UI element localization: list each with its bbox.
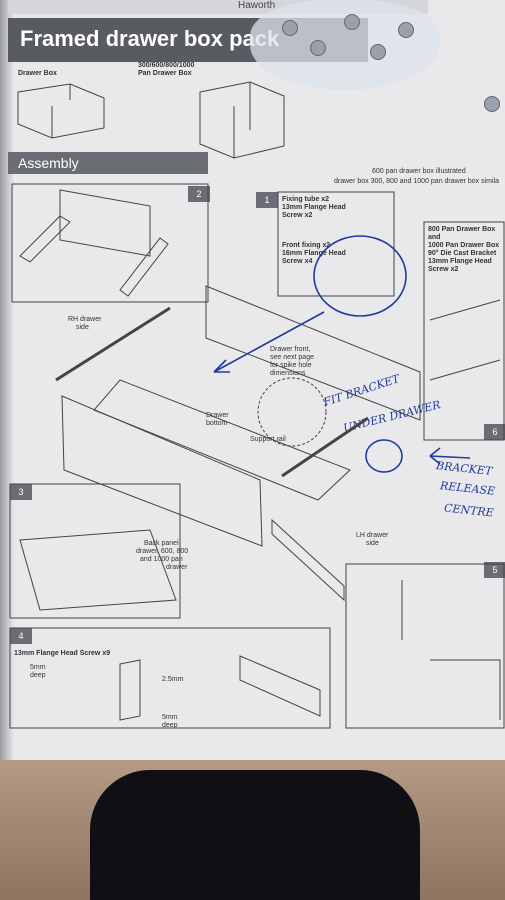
note-line-1: 600 pan drawer box illustrated (372, 168, 466, 175)
front-fixing-2: 16mm Flange Head (282, 250, 346, 257)
drawer-box-sketch (17, 83, 105, 139)
pan-drawer-box-sizes: 300/600/800/1000 (138, 62, 195, 69)
lh-side-2: side (366, 540, 379, 547)
pan800-4: 90° Die Cast Bracket (428, 250, 497, 257)
step-3-badge: 3 (10, 484, 32, 500)
ink-arrow-head (213, 359, 230, 373)
mm25-label: 2.5mm (162, 676, 184, 683)
step-5-badge: 5 (484, 562, 505, 578)
mm5-b-1: 5mm (162, 714, 178, 721)
drawer-front-4: dimensions (270, 370, 306, 377)
screw-bag (250, 0, 440, 90)
drawer-bottom-drawing (93, 379, 351, 501)
screw-icon (310, 40, 326, 56)
pan-box-edges (233, 82, 251, 158)
screw-icon (344, 14, 360, 30)
fixing-tube-2: 13mm Flange Head (282, 204, 346, 211)
ink-arrow-release (429, 447, 471, 465)
step-6-badge: 6 (484, 424, 505, 440)
back-panel-4: drawer (166, 564, 188, 571)
step-4-frame (9, 627, 331, 729)
ink-arrow-line (213, 311, 325, 373)
page-title: Framed drawer box pack (20, 26, 280, 51)
back-panel-1: Back panel (144, 540, 179, 547)
step-2-frame (11, 183, 209, 303)
support-rail-label: Support rail (250, 436, 286, 443)
back-panel-drawing (61, 395, 263, 547)
step-1-badge: 1 (256, 192, 278, 208)
pan800-2: and (428, 234, 441, 241)
pan800-5: 13mm Flange Head (428, 258, 492, 265)
rh-side-1: RH drawer (68, 316, 102, 323)
drawer-box-edges (17, 84, 71, 138)
pan-drawer-box-label: Pan Drawer Box (138, 70, 192, 77)
drawer-front-2: see next page (270, 354, 314, 361)
support-rails (55, 306, 369, 478)
pan800-6: Screw x2 (428, 266, 459, 273)
note-line-2: drawer box 300, 800 and 1000 pan drawer … (334, 178, 499, 185)
step-1-frame (277, 191, 395, 297)
drawer-bottom-1: Drawer (206, 412, 229, 419)
front-fixing-3: Screw x4 (282, 258, 313, 265)
screw-icon (282, 20, 298, 36)
step-5-lines (401, 580, 501, 720)
step-6-frame (423, 221, 505, 441)
step-2-sides (19, 215, 169, 297)
mm5-a-1: 5mm (30, 664, 46, 671)
step-3-frame (9, 483, 181, 619)
drawer-front-1: Drawer front, (270, 346, 311, 353)
step-3-bottom (19, 529, 177, 611)
fixing-tube-3: Screw x2 (282, 212, 313, 219)
step-2-badge: 2 (188, 186, 210, 202)
screw-icon (370, 44, 386, 60)
shoe (90, 770, 420, 900)
lh-side-1: LH drawer (356, 532, 389, 539)
detail-circle (257, 377, 327, 447)
pan-box-sketch (199, 81, 285, 159)
drawer-front-drawing (205, 285, 421, 421)
drawer-box-label: Drawer Box (18, 70, 57, 77)
ink-circle-fixing (313, 235, 407, 317)
flange-head-screw-label: 13mm Flange Head Screw x9 (14, 650, 111, 657)
ink-circle-bracket (365, 439, 403, 473)
step-4-brackets (119, 655, 321, 721)
assembly-diagram (9, 81, 505, 729)
instruction-page: Haworth Framed drawer box pack Drawer Bo… (0, 0, 505, 760)
lh-side-drawing (271, 518, 345, 602)
step-6-lines (429, 299, 501, 381)
mm5-a-2: deep (30, 672, 46, 679)
step-5-frame (345, 563, 505, 729)
assembly-heading: Assembly (18, 155, 79, 171)
mm5-b-2: deep (162, 722, 178, 729)
fixing-tube-1: Fixing tube x2 (282, 196, 330, 203)
front-fixing-1: Front fixing x2 (282, 242, 331, 249)
rh-side-2: side (76, 324, 89, 331)
drawer-front-3: for spike hole (270, 362, 312, 369)
step-2-panel (59, 189, 151, 257)
assembly-bar: Assembly (8, 152, 208, 174)
screw-icon (398, 22, 414, 38)
top-strip-text: Haworth (238, 0, 276, 11)
pan800-3: 1000 Pan Drawer Box (428, 242, 500, 249)
back-panel-2: drawer, 600, 800 (136, 548, 189, 555)
loose-screw-icon (484, 96, 500, 112)
drawer-bottom-2: bottom (206, 420, 228, 427)
step-4-badge: 4 (10, 628, 32, 644)
pan800-1: 800 Pan Drawer Box (428, 226, 496, 233)
